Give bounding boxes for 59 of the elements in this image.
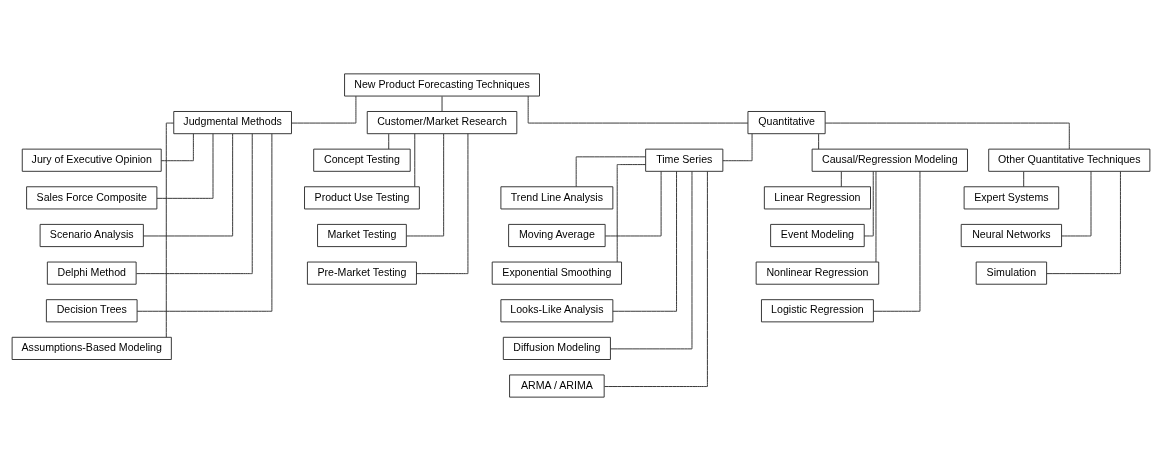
node-box: Moving Average bbox=[508, 223, 606, 247]
connector bbox=[875, 170, 877, 262]
node-box: Looks-Like Analysis bbox=[500, 298, 614, 322]
node-box: Expert Systems bbox=[963, 185, 1060, 209]
connector bbox=[441, 95, 443, 112]
connector bbox=[1046, 170, 1121, 274]
node-box: Simulation bbox=[975, 261, 1048, 285]
connector bbox=[1023, 170, 1025, 187]
connector bbox=[873, 170, 921, 312]
connector bbox=[406, 132, 445, 236]
connector bbox=[291, 95, 357, 124]
node-box: Other Quantitative Techniques bbox=[988, 148, 1151, 172]
connector bbox=[840, 170, 842, 187]
node-box: New Product Forecasting Techniques bbox=[344, 72, 540, 97]
connector bbox=[610, 170, 693, 349]
node-box: Market Testing bbox=[317, 223, 407, 247]
node-box: Trend Line Analysis bbox=[500, 185, 614, 209]
connector bbox=[722, 132, 753, 161]
connector bbox=[136, 132, 273, 312]
connector bbox=[616, 163, 647, 262]
node-box: Nonlinear Regression bbox=[755, 261, 880, 285]
node-box: Diffusion Modeling bbox=[502, 336, 611, 360]
connector bbox=[388, 133, 390, 150]
connector bbox=[160, 132, 194, 161]
node-box: Judgmental Methods bbox=[173, 110, 292, 134]
node-box: ARMA / ARIMA bbox=[509, 373, 605, 398]
node-box: Event Modeling bbox=[770, 223, 865, 247]
node-box: Sales Force Composite bbox=[26, 185, 158, 209]
node-box: Causal/Regression Modeling bbox=[811, 148, 968, 172]
connector bbox=[824, 122, 1070, 149]
node-box: Logistic Regression bbox=[760, 298, 874, 322]
node-box: Customer/Market Research bbox=[366, 110, 518, 134]
node-box: Product Use Testing bbox=[304, 185, 420, 209]
node-box: Decision Trees bbox=[45, 298, 138, 322]
connector bbox=[527, 95, 749, 124]
node-box: Time Series bbox=[645, 148, 724, 172]
connector bbox=[818, 133, 820, 150]
connector bbox=[135, 132, 253, 274]
node-box: Linear Regression bbox=[763, 185, 871, 209]
connector bbox=[604, 170, 662, 236]
connector bbox=[156, 132, 214, 199]
connector bbox=[1061, 170, 1092, 236]
connector bbox=[142, 132, 234, 236]
connector bbox=[416, 132, 469, 274]
connector bbox=[863, 170, 874, 236]
node-box: Exponential Smoothing bbox=[491, 261, 622, 285]
connector bbox=[612, 170, 678, 312]
connector bbox=[414, 132, 416, 187]
node-box: Jury of Executive Opinion bbox=[21, 148, 162, 172]
node-box: Assumptions-Based Modeling bbox=[11, 336, 172, 360]
node-box: Pre-Market Testing bbox=[306, 261, 417, 285]
node-box: Delphi Method bbox=[46, 261, 137, 285]
connector bbox=[165, 122, 175, 338]
connector bbox=[575, 155, 647, 187]
node-box: Scenario Analysis bbox=[39, 223, 144, 247]
connector bbox=[604, 170, 708, 387]
node-box: Quantitative bbox=[747, 110, 826, 134]
node-box: Neural Networks bbox=[960, 223, 1063, 247]
node-box: Concept Testing bbox=[313, 148, 411, 172]
